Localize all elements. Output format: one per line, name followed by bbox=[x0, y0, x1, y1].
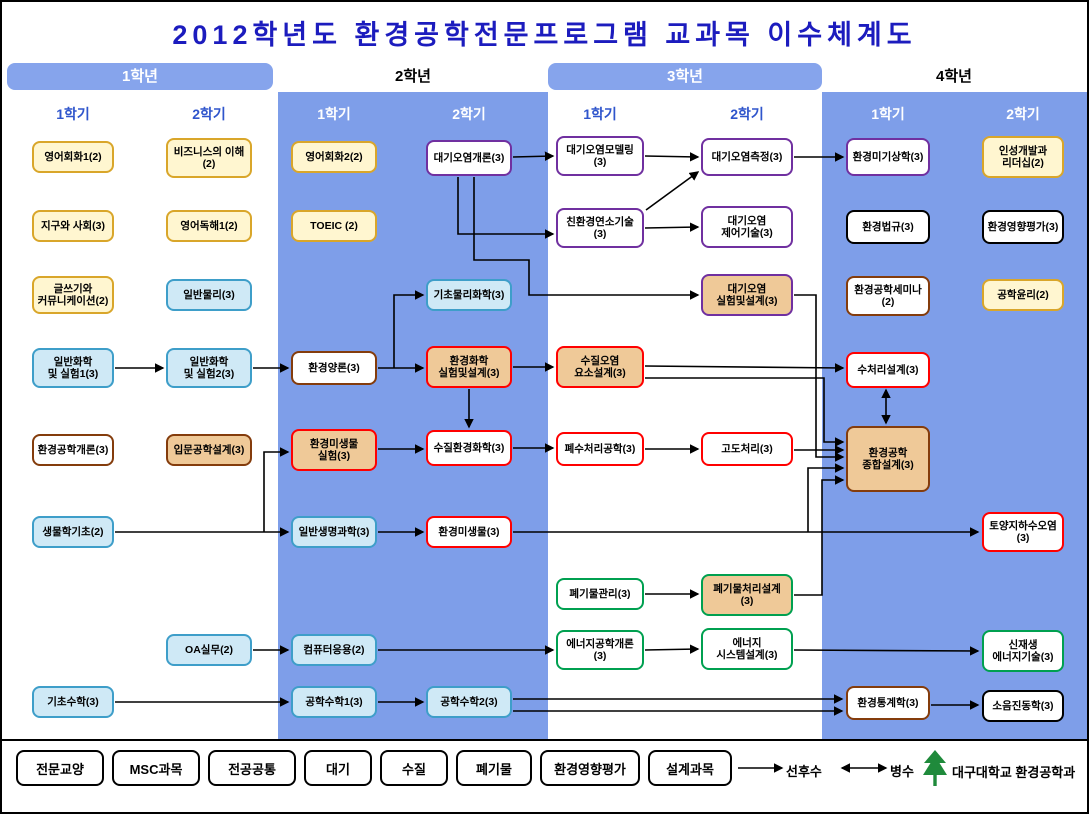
course-box: 폐기물처리설계 (3) bbox=[701, 574, 793, 616]
course-box: 영어독해1(2) bbox=[166, 210, 252, 242]
course-box: 환경공학 종합설계(3) bbox=[846, 426, 930, 492]
course-box: 대기오염 실험및설계(3) bbox=[701, 274, 793, 316]
page-title: 2012학년도 환경공학전문프로그램 교과목 이수체계도 bbox=[172, 20, 917, 50]
course-box: 기초수학(3) bbox=[32, 686, 114, 718]
department-name: 대구대학교 환경공학과 bbox=[952, 765, 1076, 780]
prerequisite-arrow bbox=[644, 644, 700, 654]
course-box: 에너지 시스템설계(3) bbox=[701, 628, 793, 670]
course-box: OA실무(2) bbox=[166, 634, 252, 666]
course-box: 컴퓨터응용(2) bbox=[291, 634, 377, 666]
legend-item: 폐기물 bbox=[456, 750, 532, 786]
course-box: 친환경연소기술 (3) bbox=[556, 208, 644, 248]
semester-header: 2학기 bbox=[1006, 106, 1040, 122]
course-box: 대기오염개론(3) bbox=[426, 140, 512, 176]
legend-item: 수질 bbox=[380, 750, 448, 786]
course-box: 에너지공학개론 (3) bbox=[556, 630, 644, 670]
course-box: 폐수처리공학(3) bbox=[556, 432, 644, 466]
course-box: 기초물리화학(3) bbox=[426, 279, 512, 311]
course-box: 환경화학 실험및설계(3) bbox=[426, 346, 512, 388]
course-box: 입문공학설계(3) bbox=[166, 434, 252, 466]
course-box: 소음진동학(3) bbox=[982, 690, 1064, 722]
year-header-2: 2학년 bbox=[395, 68, 431, 85]
legend-item: 전공공통 bbox=[208, 750, 296, 786]
year-header-1: 1학년 bbox=[7, 63, 273, 90]
course-box: TOEIC (2) bbox=[291, 210, 377, 242]
course-box: 수질환경화학(3) bbox=[426, 430, 512, 466]
course-box: 환경영향평가(3) bbox=[982, 210, 1064, 244]
course-box: 환경양론(3) bbox=[291, 351, 377, 385]
course-box: 일반물리(3) bbox=[166, 279, 252, 311]
course-box: 비즈니스의 이해 (2) bbox=[166, 138, 252, 178]
course-box: 수처리설계(3) bbox=[846, 352, 930, 388]
legend-divider bbox=[2, 739, 1087, 741]
course-box: 환경통계학(3) bbox=[846, 686, 930, 720]
semester-header: 2학기 bbox=[192, 106, 226, 122]
course-box: 영어회화2(2) bbox=[291, 141, 377, 173]
course-box: 일반화학 및 실험2(3) bbox=[166, 348, 252, 388]
course-box: 영어회화1(2) bbox=[32, 141, 114, 173]
semester-header: 1학기 bbox=[317, 106, 351, 122]
course-box: 공학윤리(2) bbox=[982, 279, 1064, 311]
semester-header: 2학기 bbox=[730, 106, 764, 122]
semester-header: 1학기 bbox=[871, 106, 905, 122]
university-logo bbox=[923, 750, 947, 786]
legend-item: 설계과목 bbox=[648, 750, 732, 786]
course-box: 환경미기상학(3) bbox=[846, 138, 930, 176]
course-box: 지구와 사회(3) bbox=[32, 210, 114, 242]
prerequisite-arrow bbox=[644, 363, 845, 373]
course-box: 글쓰기와 커뮤니케이션(2) bbox=[32, 276, 114, 314]
course-box: 대기오염측정(3) bbox=[701, 138, 793, 176]
year-header-4: 4학년 bbox=[936, 68, 972, 85]
semester-header: 1학기 bbox=[56, 106, 90, 122]
legend-item: 전문교양 bbox=[16, 750, 104, 786]
course-box: 대기오염 제어기술(3) bbox=[701, 206, 793, 248]
legend-item: 환경영향평가 bbox=[540, 750, 640, 786]
course-box: 환경공학개론(3) bbox=[32, 434, 114, 466]
prerequisite-arrow bbox=[644, 222, 700, 232]
course-box: 생물학기초(2) bbox=[32, 516, 114, 548]
sequence-arrow-label: 선후수 bbox=[786, 764, 822, 779]
course-box: 신재생 에너지기술(3) bbox=[982, 630, 1064, 672]
prerequisite-arrow bbox=[645, 171, 700, 211]
course-box: 토양지하수오염 (3) bbox=[982, 512, 1064, 552]
course-box: 환경공학세미나 (2) bbox=[846, 276, 930, 316]
parallel-arrow-label: 병수 bbox=[890, 764, 914, 779]
year-header-3: 3학년 bbox=[548, 63, 822, 90]
semester-header: 2학기 bbox=[452, 106, 486, 122]
course-box: 환경미생물(3) bbox=[426, 516, 512, 548]
course-box: 대기오염모델링 (3) bbox=[556, 136, 644, 176]
course-box: 폐기물관리(3) bbox=[556, 578, 644, 610]
course-box: 인성개발과 리더십(2) bbox=[982, 136, 1064, 178]
course-box: 일반화학 및 실험1(3) bbox=[32, 348, 114, 388]
course-box: 일반생명과학(3) bbox=[291, 516, 377, 548]
course-box: 환경미생물 실험(3) bbox=[291, 429, 377, 471]
course-box: 수질오염 요소설계(3) bbox=[556, 346, 644, 388]
course-box: 공학수학1(3) bbox=[291, 686, 377, 718]
course-box: 환경법규(3) bbox=[846, 210, 930, 244]
prerequisite-arrow bbox=[644, 152, 700, 162]
course-box: 공학수학2(3) bbox=[426, 686, 512, 718]
semester-header: 1학기 bbox=[583, 106, 617, 122]
legend-item: MSC과목 bbox=[112, 750, 200, 786]
course-box: 고도처리(3) bbox=[701, 432, 793, 466]
legend-item: 대기 bbox=[304, 750, 372, 786]
